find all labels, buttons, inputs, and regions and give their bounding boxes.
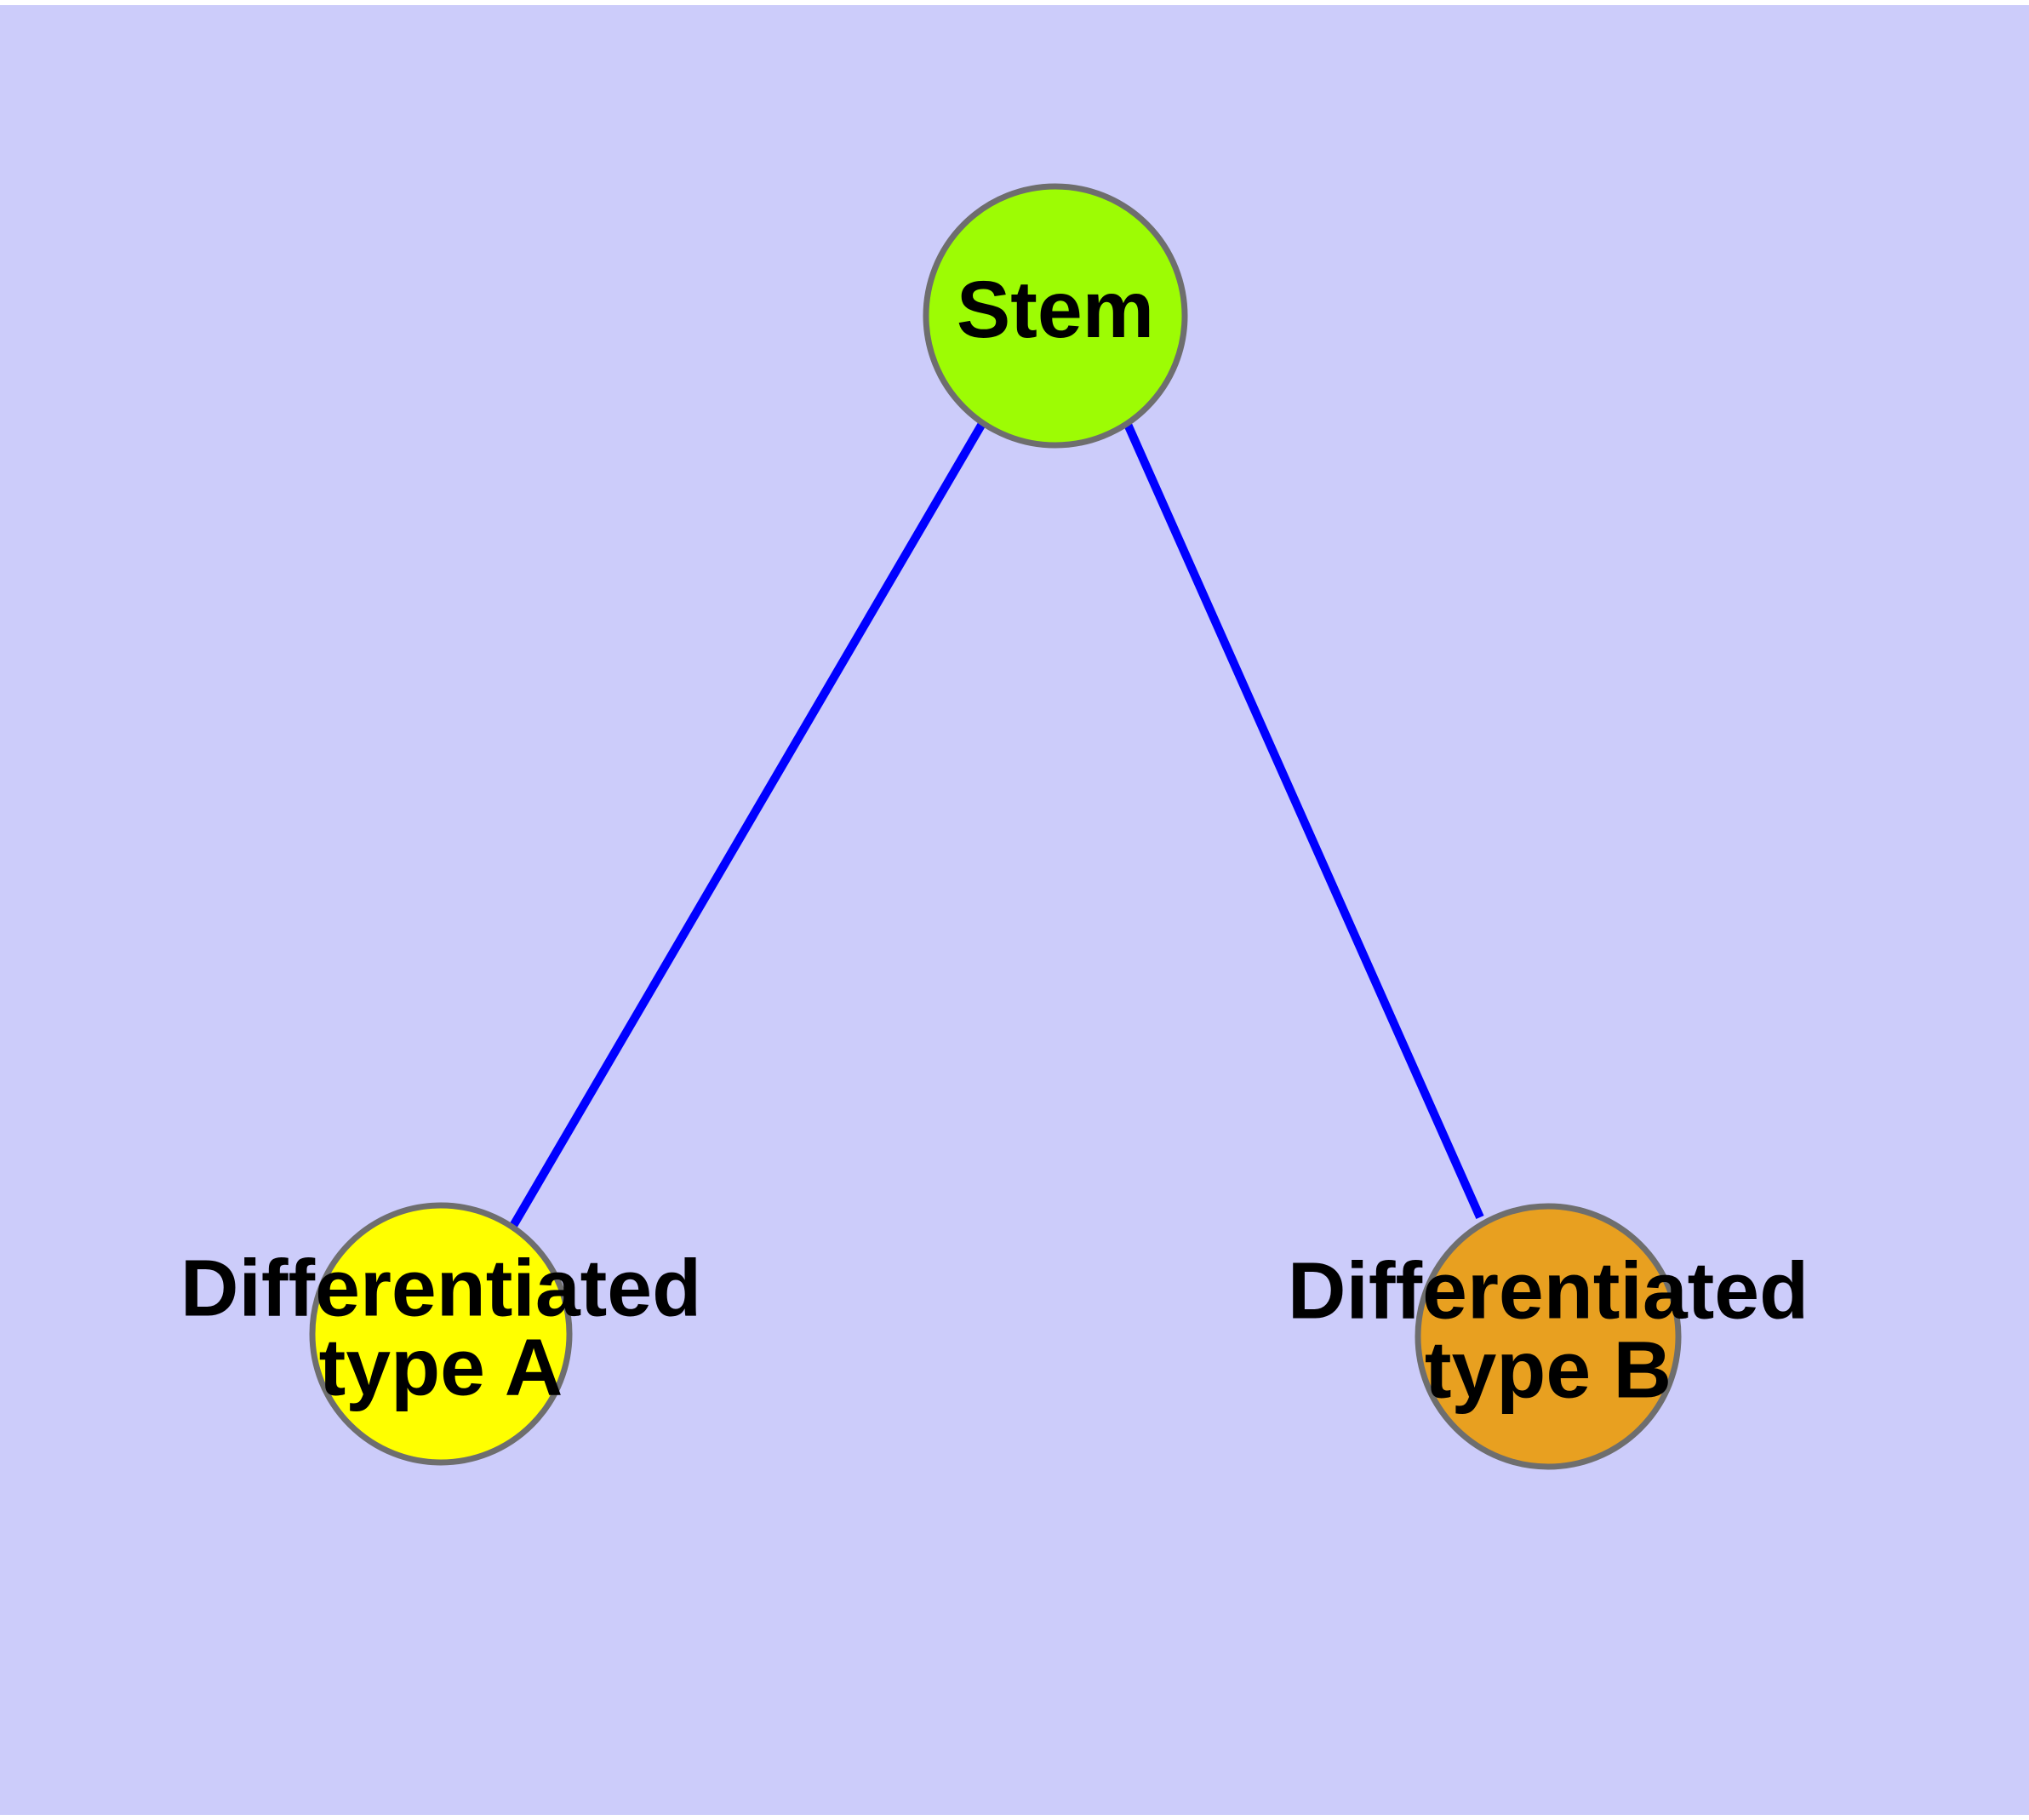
node-diff_a[interactable] <box>309 1202 573 1466</box>
node-label-stem: Stem <box>957 265 1154 355</box>
edge-stem-diff-a[interactable] <box>509 420 987 1228</box>
edge-stem-diff-b[interactable] <box>1122 418 1484 1220</box>
node-label-line: type A <box>319 1323 563 1413</box>
node-label-line: Stem <box>957 265 1154 355</box>
nodes-group <box>309 183 1682 1470</box>
node-stem[interactable] <box>923 183 1188 449</box>
node-label-line: Differentiated <box>180 1244 701 1334</box>
node-label-line: type B <box>1425 1325 1672 1416</box>
node-diff_b[interactable] <box>1415 1203 1682 1470</box>
node-label-line: Differentiated <box>1288 1246 1809 1336</box>
edges-group <box>509 418 1484 1228</box>
